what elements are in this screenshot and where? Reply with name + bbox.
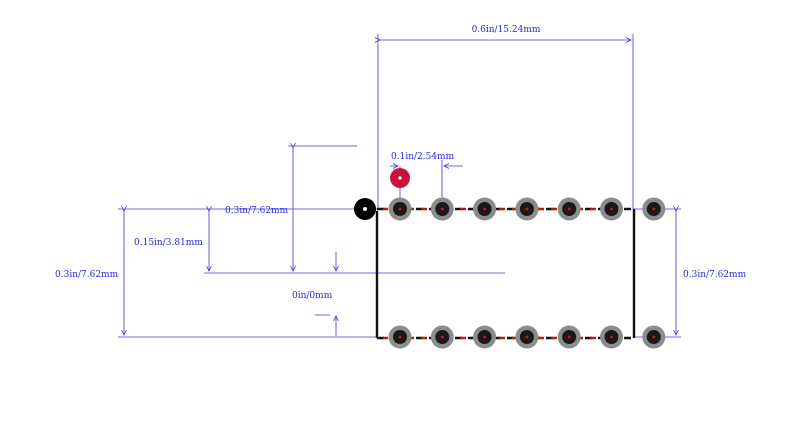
pad-drill-mark	[652, 335, 656, 339]
pad-drill-mark	[652, 207, 656, 211]
pin1-marker-dot	[398, 176, 402, 180]
pitch-label: 0.1in/2.54mm	[391, 152, 455, 162]
row-spacing-left-label: 0.3in/7.62mm	[55, 270, 119, 280]
pad-drill-mark	[525, 335, 529, 339]
pad-drill-mark	[398, 335, 402, 339]
pad-drill-mark	[483, 335, 486, 339]
row-spacing-top-label: 0.3in/7.62mm	[225, 206, 289, 216]
pad-drill-mark	[567, 207, 571, 211]
package-outline	[375, 207, 636, 340]
row-spacing-right-label: 0.3in/7.62mm	[683, 270, 747, 280]
origin-label: 0in/0mm	[292, 291, 333, 301]
pad-drill-mark	[610, 207, 613, 211]
pad-drill-mark	[440, 335, 444, 339]
dimension-lines	[118, 34, 681, 338]
pad-drill-mark	[525, 207, 529, 211]
pad-array	[388, 197, 666, 349]
pad-drill-mark	[610, 335, 613, 339]
pad-drill-mark	[567, 335, 571, 339]
pin1-drill	[363, 207, 367, 211]
overall-width-label: 0.6in/15.24mm	[472, 25, 541, 35]
half-span-label: 0.15in/3.81mm	[134, 238, 203, 248]
pad-drill-mark	[483, 207, 486, 211]
pad-drill-mark	[398, 207, 402, 211]
pad-drill-mark	[440, 207, 444, 211]
